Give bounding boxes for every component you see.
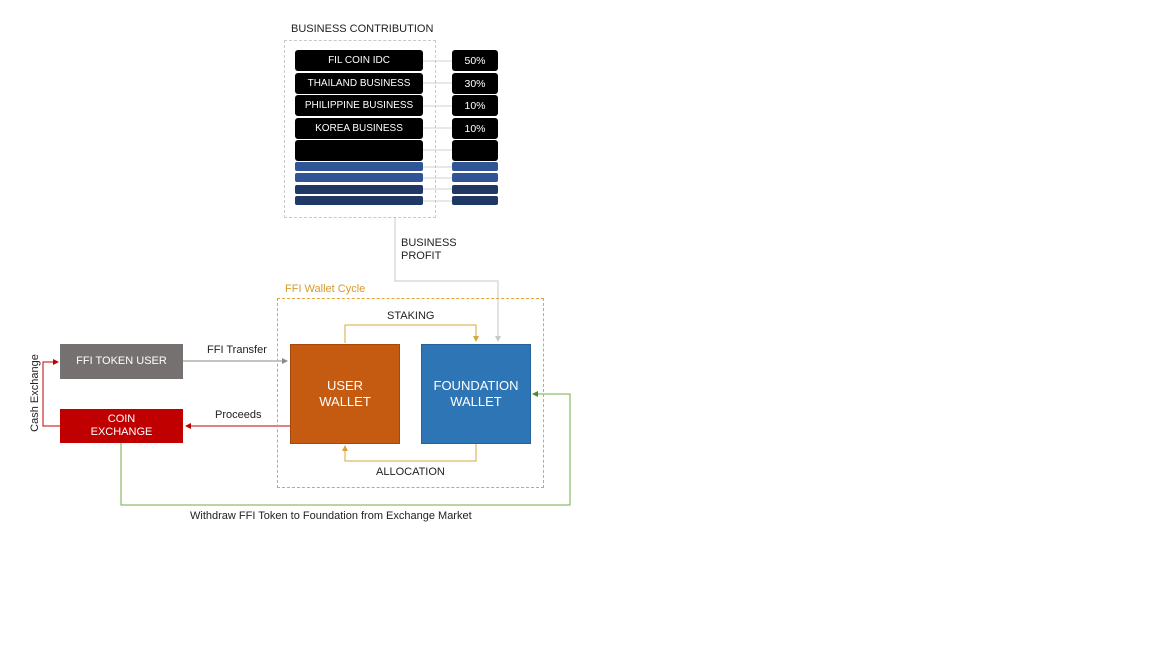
wallet-cycle-frame [277, 298, 544, 488]
cash-exchange-connector [42, 359, 60, 427]
business-profit-label-line1: BUSINESS [401, 237, 457, 249]
allocation-connector [342, 443, 477, 462]
cash-exchange-label: Cash Exchange [29, 354, 41, 432]
business-item-empty [295, 140, 423, 161]
percent-bar [452, 173, 498, 182]
ffi-token-user-box: FFI TOKEN USER [60, 344, 183, 379]
business-item-fil-coin-idc: FIL COIN IDC [295, 50, 423, 71]
row-link-lines [423, 60, 452, 202]
percent-empty [452, 140, 498, 161]
business-contribution-title: BUSINESS CONTRIBUTION [291, 23, 434, 35]
business-profit-connector [394, 217, 501, 342]
business-contribution-frame [284, 40, 436, 218]
foundation-wallet: FOUNDATION WALLET [421, 344, 531, 444]
withdraw-connector [120, 391, 571, 506]
percent-fil-coin-idc: 50% [452, 50, 498, 71]
percent-philippine: 10% [452, 95, 498, 116]
business-bar [295, 173, 423, 182]
user-wallet: USER WALLET [290, 344, 400, 444]
staking-label: STAKING [387, 310, 435, 322]
percent-bar [452, 185, 498, 194]
percent-thailand: 30% [452, 73, 498, 94]
ffi-transfer-label: FFI Transfer [207, 344, 267, 356]
percent-bar [452, 162, 498, 171]
foundation-wallet-line2: WALLET [450, 394, 502, 409]
business-bar [295, 196, 423, 205]
staking-connector [344, 324, 479, 343]
foundation-wallet-line1: FOUNDATION [433, 378, 519, 393]
wallet-cycle-title: FFI Wallet Cycle [285, 283, 366, 295]
percent-korea: 10% [452, 118, 498, 139]
business-item-thailand: THAILAND BUSINESS [295, 73, 423, 94]
business-bar [295, 185, 423, 194]
business-item-philippine: PHILIPPINE BUSINESS [295, 95, 423, 116]
user-wallet-line1: USER [326, 378, 364, 393]
business-bar [295, 162, 423, 171]
coin-exchange-line1: COIN [107, 413, 136, 425]
business-item-korea: KOREA BUSINESS [295, 118, 423, 139]
business-profit-label-line2: PROFIT [401, 250, 442, 262]
user-wallet-line2: WALLET [319, 394, 371, 409]
coin-exchange-box: COIN EXCHANGE [60, 409, 183, 443]
withdraw-label: Withdraw FFI Token to Foundation from Ex… [190, 510, 472, 522]
proceeds-label: Proceeds [215, 409, 262, 421]
percent-bar [452, 196, 498, 205]
coin-exchange-line2: EXCHANGE [90, 426, 153, 438]
allocation-label: ALLOCATION [376, 466, 445, 478]
